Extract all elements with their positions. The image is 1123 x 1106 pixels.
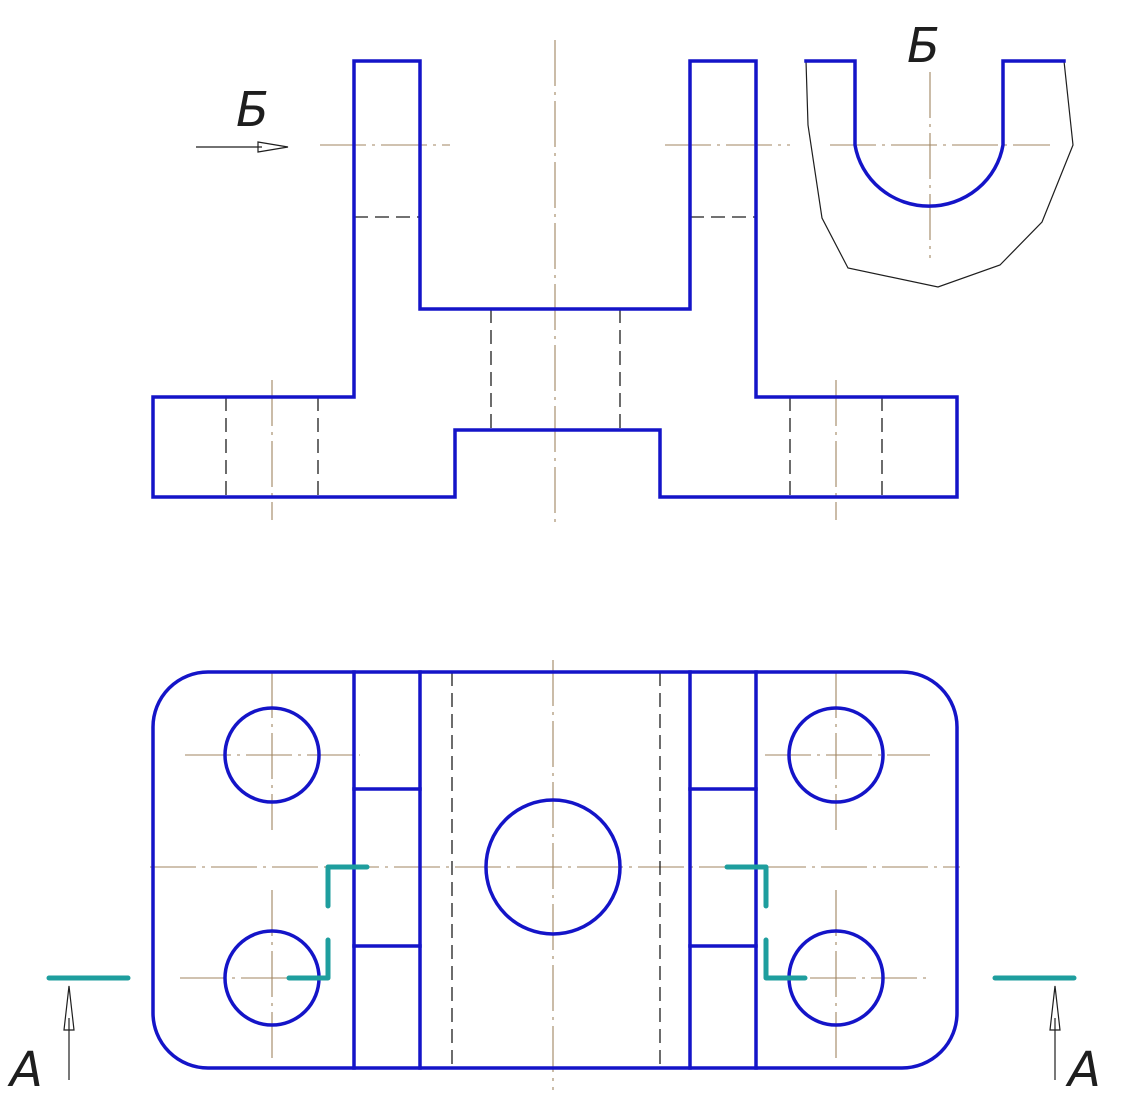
cutting-plane-a bbox=[46, 864, 1077, 981]
top-view-hidden-lines bbox=[451, 672, 661, 1068]
view-b-centerlines bbox=[830, 72, 1050, 258]
section-a-right-label: А bbox=[1065, 1042, 1101, 1098]
view-b-arrow-label: Б bbox=[236, 82, 269, 138]
view-b bbox=[804, 59, 1074, 288]
top-view-outline bbox=[151, 670, 959, 1070]
hole-top-left bbox=[223, 706, 321, 804]
view-b-contour bbox=[805, 60, 1074, 288]
hole-top-right bbox=[787, 706, 885, 804]
front-view bbox=[151, 40, 959, 525]
front-view-centerlines bbox=[271, 40, 837, 525]
front-view-outline bbox=[151, 59, 959, 499]
top-view bbox=[150, 660, 960, 1090]
hole-center bbox=[484, 798, 622, 936]
view-b-arrow bbox=[196, 141, 289, 153]
view-b-title-label: Б bbox=[907, 18, 940, 74]
view-arrows bbox=[63, 141, 1061, 1080]
section-a-left-label: А bbox=[7, 1042, 43, 1098]
section-a-right-arrow bbox=[1049, 985, 1061, 1080]
view-b-slot-outline bbox=[804, 59, 1066, 208]
section-a-left-arrow bbox=[63, 985, 75, 1080]
front-view-hidden-lines bbox=[225, 216, 883, 497]
